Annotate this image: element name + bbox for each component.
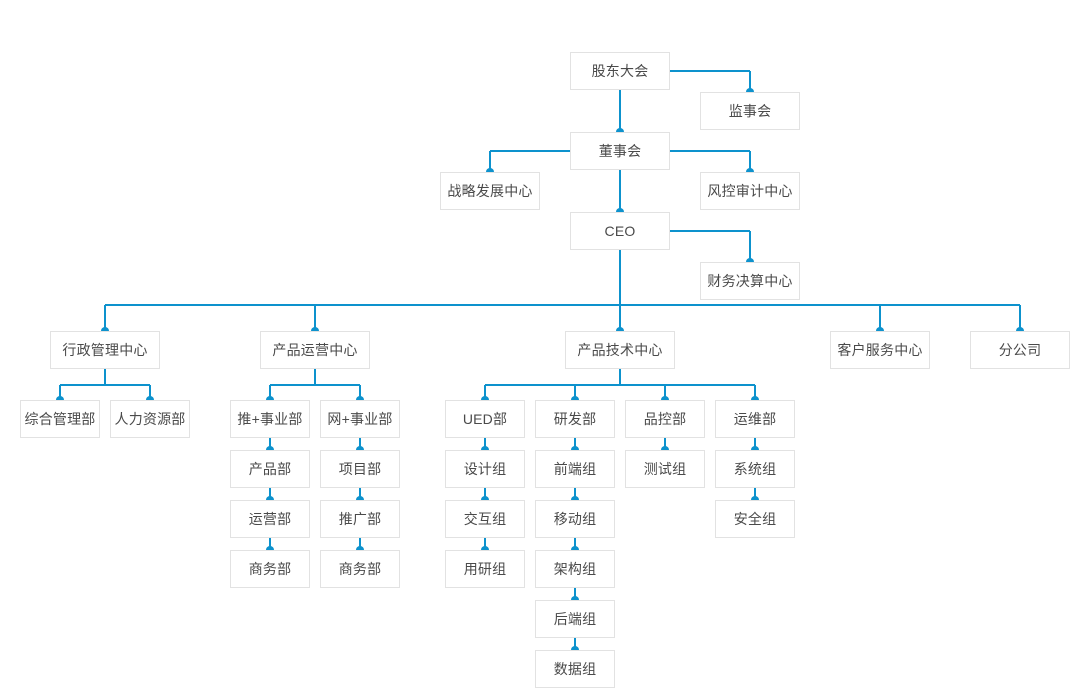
org-node-label-test-group: 测试组 (643, 461, 687, 477)
org-node-label-interaction-group: 交互组 (463, 511, 507, 527)
org-node-data-group[interactable]: 数据组 (535, 650, 615, 688)
org-node-label-finance-center: 财务决算中心 (707, 273, 793, 289)
org-node-label-mobile-group: 移动组 (553, 511, 597, 527)
org-node-hr[interactable]: 人力资源部 (110, 400, 190, 438)
org-node-ops-tech[interactable]: 运维部 (715, 400, 795, 438)
org-node-label-ceo: CEO (604, 223, 636, 239)
org-node-rnd[interactable]: 研发部 (535, 400, 615, 438)
org-node-general-admin[interactable]: 综合管理部 (20, 400, 100, 438)
org-node-finance-center[interactable]: 财务决算中心 (700, 262, 800, 300)
org-node-label-shareholders: 股东大会 (591, 63, 649, 79)
org-node-ued[interactable]: UED部 (445, 400, 525, 438)
org-node-label-system-group: 系统组 (733, 461, 777, 477)
org-node-ceo[interactable]: CEO (570, 212, 670, 250)
org-node-label-business-dept-2: 商务部 (338, 561, 382, 577)
org-node-label-design-group: 设计组 (463, 461, 507, 477)
org-node-label-ops-tech: 运维部 (733, 411, 777, 427)
org-node-supervisors[interactable]: 监事会 (700, 92, 800, 130)
org-node-mobile-group[interactable]: 移动组 (535, 500, 615, 538)
org-node-label-admin-center: 行政管理中心 (62, 342, 148, 358)
org-node-label-product-dept: 产品部 (248, 461, 292, 477)
org-node-product-dept[interactable]: 产品部 (230, 450, 310, 488)
org-node-label-data-group: 数据组 (553, 661, 597, 677)
org-node-tui-bu[interactable]: 推+事业部 (230, 400, 310, 438)
org-node-test-group[interactable]: 测试组 (625, 450, 705, 488)
org-node-security-group[interactable]: 安全组 (715, 500, 795, 538)
org-node-label-supervisors: 监事会 (728, 103, 772, 119)
org-node-label-backend-group: 后端组 (553, 611, 597, 627)
org-node-strategy-center[interactable]: 战略发展中心 (440, 172, 540, 210)
org-node-label-rnd: 研发部 (553, 411, 597, 427)
org-node-label-frontend-group: 前端组 (553, 461, 597, 477)
org-node-business-dept-1[interactable]: 商务部 (230, 550, 310, 588)
org-node-user-research[interactable]: 用研组 (445, 550, 525, 588)
org-node-label-business-dept-1: 商务部 (248, 561, 292, 577)
org-node-label-risk-audit-center: 风控审计中心 (707, 183, 793, 199)
org-node-label-product-ops: 产品运营中心 (272, 342, 358, 358)
org-node-label-branch: 分公司 (998, 342, 1042, 358)
org-node-label-ued: UED部 (462, 411, 508, 427)
org-node-label-board: 董事会 (598, 143, 642, 159)
org-node-label-hr: 人力资源部 (114, 411, 186, 427)
org-node-risk-audit-center[interactable]: 风控审计中心 (700, 172, 800, 210)
org-node-label-tui-bu: 推+事业部 (237, 411, 303, 427)
org-node-backend-group[interactable]: 后端组 (535, 600, 615, 638)
org-node-product-ops[interactable]: 产品运营中心 (260, 331, 370, 369)
org-node-label-promo-dept: 推广部 (338, 511, 382, 527)
org-node-label-general-admin: 综合管理部 (24, 411, 96, 427)
org-node-customer-service[interactable]: 客户服务中心 (830, 331, 930, 369)
org-node-label-security-group: 安全组 (733, 511, 777, 527)
org-node-label-ops-dept: 运营部 (248, 511, 292, 527)
org-node-label-product-tech: 产品技术中心 (577, 342, 663, 358)
org-node-label-project-dept: 项目部 (338, 461, 382, 477)
org-node-business-dept-2[interactable]: 商务部 (320, 550, 400, 588)
org-node-qa-dept[interactable]: 品控部 (625, 400, 705, 438)
org-node-label-customer-service: 客户服务中心 (837, 342, 923, 358)
org-node-branch[interactable]: 分公司 (970, 331, 1070, 369)
org-node-label-qa-dept: 品控部 (643, 411, 687, 427)
org-node-shareholders[interactable]: 股东大会 (570, 52, 670, 90)
org-node-interaction-group[interactable]: 交互组 (445, 500, 525, 538)
org-node-wang-bu[interactable]: 网+事业部 (320, 400, 400, 438)
org-node-project-dept[interactable]: 项目部 (320, 450, 400, 488)
org-node-admin-center[interactable]: 行政管理中心 (50, 331, 160, 369)
org-node-design-group[interactable]: 设计组 (445, 450, 525, 488)
org-node-product-tech[interactable]: 产品技术中心 (565, 331, 675, 369)
org-node-label-strategy-center: 战略发展中心 (447, 183, 533, 199)
org-node-architecture[interactable]: 架构组 (535, 550, 615, 588)
org-node-promo-dept[interactable]: 推广部 (320, 500, 400, 538)
org-node-label-architecture: 架构组 (553, 561, 597, 577)
org-node-ops-dept[interactable]: 运营部 (230, 500, 310, 538)
org-node-label-user-research: 用研组 (463, 561, 507, 577)
org-node-system-group[interactable]: 系统组 (715, 450, 795, 488)
org-node-label-wang-bu: 网+事业部 (327, 411, 393, 427)
org-node-frontend-group[interactable]: 前端组 (535, 450, 615, 488)
org-node-board[interactable]: 董事会 (570, 132, 670, 170)
